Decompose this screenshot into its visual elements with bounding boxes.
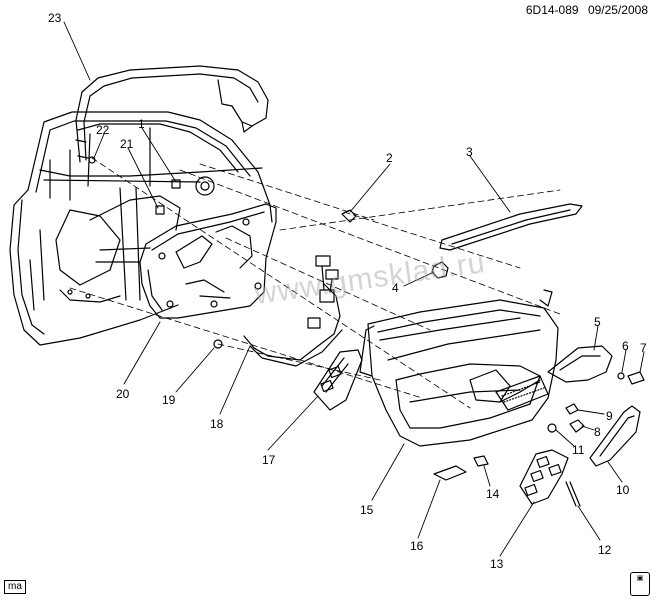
callout-6: 6	[622, 339, 629, 353]
lower-switch-assembly	[519, 449, 569, 505]
assembly-lines	[69, 157, 561, 409]
callout-13: 13	[490, 557, 504, 571]
speaker-grille	[495, 375, 549, 411]
upper-trim-strip	[439, 203, 583, 251]
callout-12: 12	[598, 543, 612, 557]
footer-tag: ma	[4, 580, 26, 594]
water-deflector	[139, 203, 277, 319]
diagram-header: 6D14-089 09/25/2008	[520, 3, 648, 17]
callout-1: 1	[138, 117, 145, 131]
window-switch-panel	[313, 349, 363, 411]
callout-labels: 23 22 1 21 2 3 4 5 6 7 8 9 10 11 12 13 1…	[48, 11, 647, 571]
callout-14: 14	[486, 487, 500, 501]
callout-23: 23	[48, 11, 62, 25]
leader-lines	[63, 21, 645, 557]
callout-8: 8	[594, 425, 601, 439]
wiring-harness	[243, 255, 343, 367]
small-fasteners	[88, 156, 645, 507]
callout-15: 15	[360, 503, 374, 517]
callout-11: 11	[572, 443, 585, 457]
callout-21: 21	[120, 137, 134, 151]
callout-4: 4	[392, 281, 399, 295]
diagram-code: 6D14-089	[525, 3, 579, 17]
pull-handle	[589, 405, 641, 467]
callout-5: 5	[594, 315, 601, 329]
callout-16: 16	[410, 539, 424, 553]
diagram-date: 09/25/2008	[587, 3, 648, 17]
door-trim-panel	[359, 289, 559, 447]
callout-19: 19	[162, 393, 176, 407]
callout-22: 22	[96, 123, 110, 137]
manufacturer-logo-icon: ▣	[630, 572, 650, 596]
callout-9: 9	[606, 409, 613, 423]
callout-7: 7	[640, 341, 647, 355]
window-reveal-molding	[75, 65, 269, 163]
callout-20: 20	[116, 387, 130, 401]
callout-17: 17	[262, 453, 276, 467]
callout-3: 3	[466, 145, 473, 159]
callout-2: 2	[386, 151, 393, 165]
handle-bezel	[547, 345, 613, 383]
callout-10: 10	[616, 483, 630, 497]
door-shell	[9, 111, 273, 346]
callout-18: 18	[210, 417, 224, 431]
